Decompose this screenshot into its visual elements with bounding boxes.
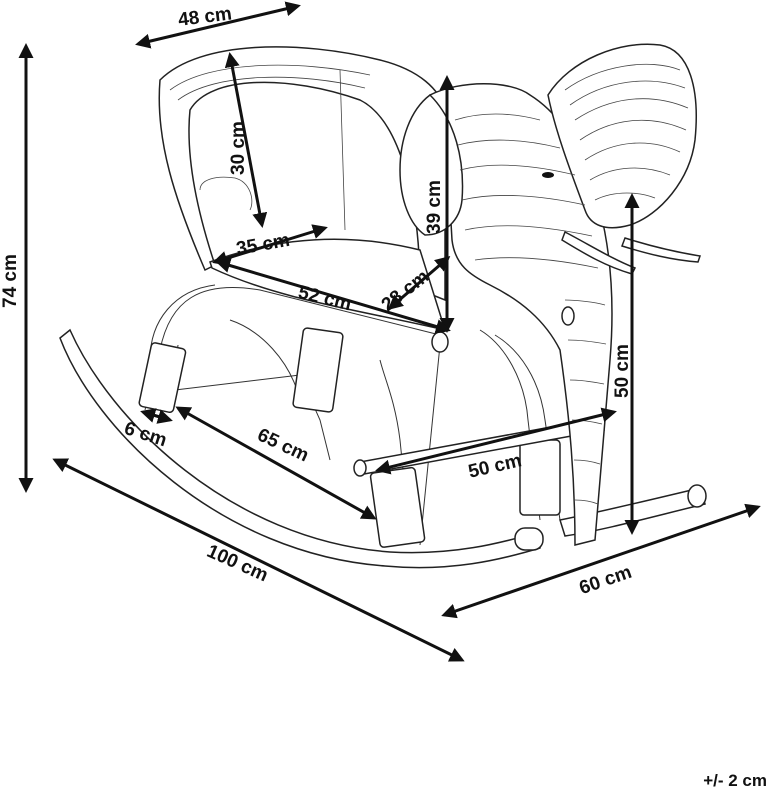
leg-wrap	[138, 342, 187, 414]
footrest-cap	[353, 459, 367, 477]
dim-line-rocker-thickness	[140, 408, 173, 424]
dim-line-backrest-height	[224, 52, 268, 228]
leg-wrap	[519, 439, 561, 516]
label-head-height: 39 cm	[424, 180, 445, 234]
label-footrest: 50 cm	[466, 450, 523, 483]
elephant-eye	[542, 172, 554, 178]
armrest-loop	[199, 176, 253, 211]
dimension-lines	[18, 1, 761, 662]
ear-weave-texture	[564, 63, 689, 201]
rear-leg	[419, 344, 441, 546]
post-cap	[431, 331, 449, 353]
dim-line-length	[52, 458, 465, 662]
label-front-height: 50 cm	[612, 344, 633, 398]
label-length: 100 cm	[204, 541, 271, 586]
label-backrest-height: 30 cm	[228, 121, 249, 175]
backrest-seam	[339, 69, 346, 231]
dim-line-seat-width	[215, 258, 451, 334]
rocker-end-cap	[687, 484, 707, 508]
label-rocker-inner: 65 cm	[254, 425, 312, 467]
elephant-right-ear	[547, 43, 697, 229]
rocker-end-cap	[514, 527, 544, 551]
label-top-width: 48 cm	[177, 3, 233, 30]
dim-line-seat-depth	[212, 224, 328, 266]
label-total-height: 74 cm	[0, 254, 21, 308]
inner-frame	[229, 319, 301, 401]
post-cap	[561, 306, 575, 326]
seat-backrest	[158, 46, 446, 302]
elephant-right-tusk	[621, 237, 701, 263]
tolerance-note: +/- 2 cm	[703, 771, 767, 790]
support-wrap	[292, 327, 344, 413]
cross-bar	[174, 374, 301, 391]
leg-wrap	[369, 466, 426, 548]
dim-line-width	[441, 503, 761, 619]
dim-line-top-width	[135, 1, 301, 49]
